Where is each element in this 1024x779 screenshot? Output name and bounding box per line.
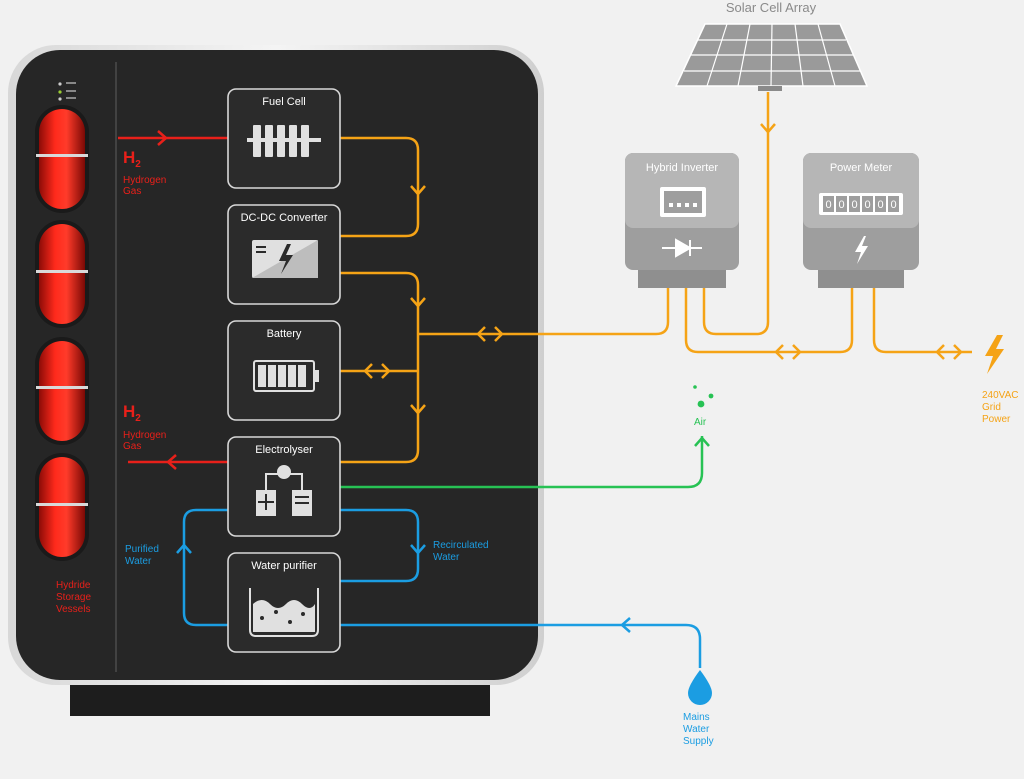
mains-water-label: Mains Water Supply bbox=[683, 712, 714, 747]
air-icon bbox=[693, 385, 714, 408]
power-flows bbox=[340, 92, 972, 464]
grid-lightning-icon bbox=[985, 335, 1004, 374]
battery-box: Battery bbox=[227, 320, 341, 421]
electrolyser-label: Electrolyser bbox=[255, 444, 313, 456]
vessel bbox=[35, 220, 89, 328]
h2-bottom-label: H2 bbox=[123, 402, 141, 424]
recirculated-water-label: Recirculated Water bbox=[433, 540, 491, 563]
purified-water-label: Purified Water bbox=[125, 544, 162, 567]
svg-text:0: 0 bbox=[851, 199, 857, 211]
water-purifier-box: Water purifier bbox=[227, 552, 341, 653]
dc-dc-converter-box: DC-DC Converter bbox=[227, 204, 341, 305]
water-flows bbox=[176, 508, 702, 668]
converter-icon bbox=[252, 240, 318, 278]
hybrid-inverter: Hybrid Inverter bbox=[625, 153, 739, 288]
purifier-icon bbox=[249, 588, 319, 637]
meter-label: Power Meter bbox=[830, 162, 893, 174]
lightning-icon bbox=[855, 236, 868, 264]
svg-text:0: 0 bbox=[890, 199, 896, 211]
air-flow bbox=[340, 436, 710, 489]
fuel-cell-box: Fuel Cell bbox=[227, 88, 341, 189]
svg-text:0: 0 bbox=[877, 199, 883, 211]
diode-icon bbox=[662, 238, 702, 258]
water-drop-icon bbox=[688, 670, 712, 705]
svg-text:0: 0 bbox=[825, 199, 831, 211]
electrolyser-box: Electrolyser bbox=[227, 436, 341, 537]
vessel bbox=[35, 337, 89, 445]
electrolyser-icon bbox=[256, 465, 312, 516]
hydride-vessels bbox=[35, 105, 89, 561]
inverter-label: Hybrid Inverter bbox=[646, 162, 718, 174]
svg-text:0: 0 bbox=[838, 199, 844, 211]
h2-bottom-desc: Hydrogen Gas bbox=[123, 430, 169, 452]
status-leds bbox=[58, 82, 76, 101]
h2-top-desc: Hydrogen Gas bbox=[123, 175, 169, 197]
solar-label: Solar Cell Array bbox=[726, 0, 817, 15]
hydrogen-flows bbox=[118, 130, 228, 470]
battery-label: Battery bbox=[267, 328, 302, 340]
grid-power-label: 240VAC Grid Power bbox=[982, 390, 1021, 425]
battery-icon bbox=[253, 360, 319, 392]
meter-digits: 0 0 0 0 0 0 bbox=[819, 193, 903, 215]
water-purifier-label: Water purifier bbox=[251, 560, 317, 572]
svg-text:0: 0 bbox=[864, 199, 870, 211]
storage-label: Hydride Storage Vessels bbox=[56, 580, 94, 615]
h2-top-label: H2 bbox=[123, 148, 141, 170]
power-meter: Power Meter 0 0 0 0 0 0 bbox=[803, 153, 919, 288]
vessel bbox=[35, 105, 89, 213]
fuel-cell-label: Fuel Cell bbox=[262, 96, 305, 108]
vessel bbox=[35, 453, 89, 561]
air-label: Air bbox=[694, 417, 707, 428]
fuel-cell-icon bbox=[247, 125, 321, 157]
solar-cell-array: Solar Cell Array bbox=[674, 0, 869, 91]
dc-dc-converter-label: DC-DC Converter bbox=[241, 212, 328, 224]
